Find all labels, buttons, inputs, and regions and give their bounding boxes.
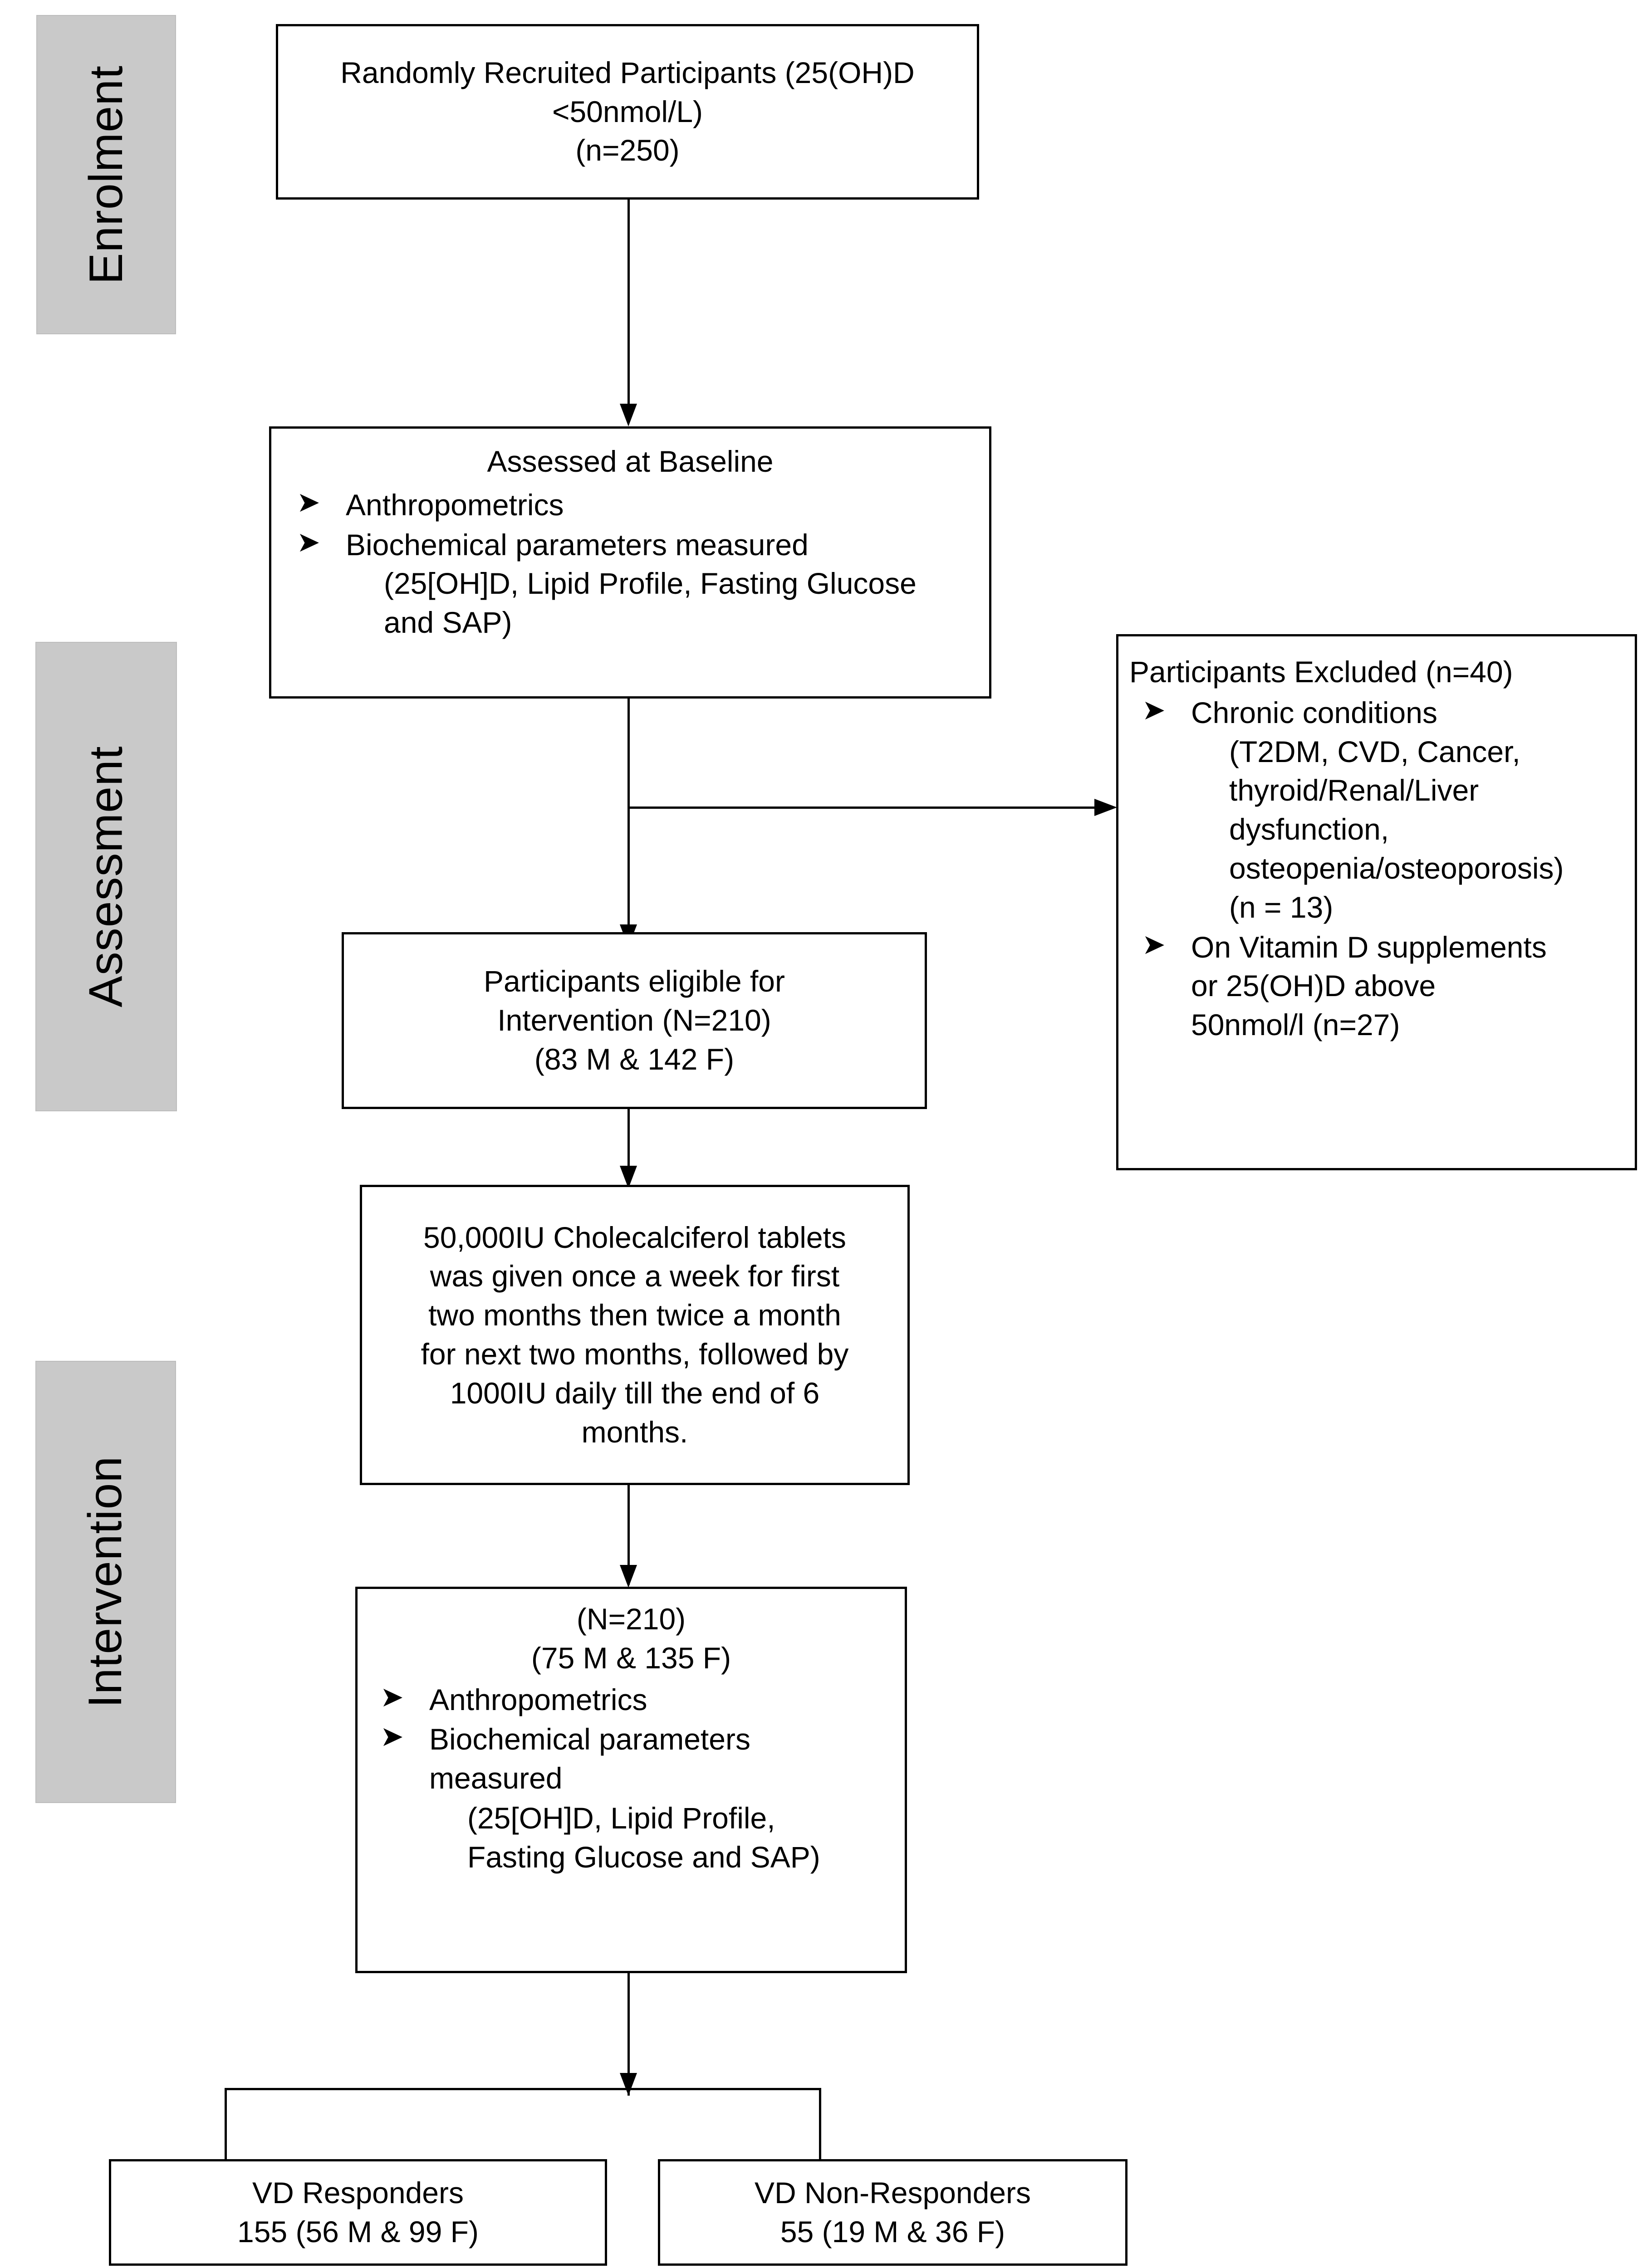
- excluded-b1-l0: On Vitamin D supplements: [1191, 930, 1547, 964]
- arrowhead-post-to-split: [620, 2073, 637, 2096]
- box-vd-non-responders: VD Non-Responders 55 (19 M & 36 F): [658, 2159, 1127, 2266]
- post-tail-l0: (25[OH]D, Lipid Profile,: [467, 1801, 775, 1835]
- stage-band-enrolment-label: Enrolment: [79, 65, 132, 284]
- excluded-b0-l3: dysfunction,: [1229, 812, 1389, 846]
- baseline-b1-l0: Biochemical parameters measured: [346, 528, 809, 562]
- baseline-b0-l0: Anthropometrics: [346, 488, 564, 522]
- baseline-b1-l1: (25[OH]D, Lipid Profile, Fasting Glucose: [384, 567, 917, 601]
- baseline-bullet-list: ➤ Anthropometrics ➤ Biochemical paramete…: [284, 485, 976, 642]
- bullet-arrow-icon: ➤: [380, 1720, 404, 1753]
- excluded-b0-l5: (n = 13): [1229, 890, 1333, 924]
- arrowhead-eligible-to-dosing: [620, 1166, 637, 1188]
- connector-split-right: [819, 2088, 821, 2160]
- non-responders-line-1: VD Non-Responders: [755, 2175, 1031, 2209]
- dosing-line-1: 50,000IU Cholecalciferol tablets: [423, 1220, 846, 1254]
- excluded-b0-l2: thyroid/Renal/Liver: [1229, 773, 1479, 807]
- bullet-arrow-icon: ➤: [297, 485, 320, 518]
- bullet-arrow-icon: ➤: [1142, 927, 1166, 961]
- recruited-line-1: Randomly Recruited Participants (25(OH)D: [340, 55, 915, 89]
- box-post-intervention-assessment: (N=210) (75 M & 135 F) ➤ Anthropometrics…: [355, 1587, 907, 1973]
- responders-line-2: 155 (56 M & 99 F): [237, 2214, 479, 2248]
- dosing-line-2: was given once a week for first: [430, 1259, 840, 1293]
- dosing-line-6: months.: [581, 1415, 688, 1449]
- excluded-b0-l1: (T2DM, CVD, Cancer,: [1229, 734, 1520, 768]
- connector-post-to-split: [627, 1973, 630, 2096]
- post-line-2: (75 M & 135 F): [531, 1641, 731, 1675]
- stage-band-intervention: Intervention: [35, 1361, 176, 1803]
- eligible-line-2: Intervention (N=210): [497, 1003, 771, 1037]
- post-b1-l1: measured: [429, 1761, 563, 1795]
- dosing-line-3: two months then twice a month: [428, 1298, 841, 1332]
- baseline-title: Assessed at Baseline: [487, 445, 774, 478]
- non-responders-line-2: 55 (19 M & 36 F): [780, 2214, 1005, 2248]
- connector-dosing-to-post: [627, 1485, 630, 1585]
- list-item: ➤ Biochemical parameters measured (25[OH…: [284, 525, 976, 642]
- recruited-line-2: <50nmol/L): [552, 94, 703, 128]
- stage-band-assessment: Assessment: [35, 642, 177, 1111]
- list-item: ➤ Anthropometrics: [284, 485, 976, 525]
- box-participants-excluded: Participants Excluded (n=40) ➤ Chronic c…: [1116, 634, 1637, 1170]
- box-assessed-at-baseline: Assessed at Baseline ➤ Anthropometrics ➤…: [269, 426, 991, 699]
- stage-band-enrolment: Enrolment: [36, 15, 176, 334]
- list-item: ➤ On Vitamin D supplements or 25(OH)D ab…: [1129, 928, 1624, 1045]
- excluded-b1-l2: 50nmol/l (n=27): [1191, 1008, 1400, 1042]
- post-b1-l0: Biochemical parameters: [429, 1722, 750, 1756]
- excluded-b1-l1: or 25(OH)D above: [1191, 969, 1436, 1003]
- post-tail-l1: Fasting Glucose and SAP): [467, 1840, 820, 1874]
- excluded-bullet-list: ➤ Chronic conditions (T2DM, CVD, Cancer,…: [1129, 693, 1624, 1045]
- list-item: ➤ Chronic conditions (T2DM, CVD, Cancer,…: [1129, 693, 1624, 927]
- connector-eligible-to-dosing: [627, 1109, 630, 1186]
- eligible-line-3: (83 M & 142 F): [534, 1042, 735, 1076]
- baseline-b1-l2: and SAP): [384, 606, 512, 640]
- connector-baseline-to-eligible: [627, 699, 630, 943]
- excluded-title: Participants Excluded (n=40): [1129, 655, 1513, 689]
- list-item: ➤ Biochemical parameters measured: [368, 1720, 895, 1798]
- box-participants-eligible: Participants eligible for Intervention (…: [342, 932, 927, 1109]
- bullet-arrow-icon: ➤: [297, 525, 320, 558]
- box-vd-responders: VD Responders 155 (56 M & 99 F): [109, 2159, 607, 2266]
- list-item: ➤ Anthropometrics: [368, 1680, 895, 1720]
- connector-baseline-to-excluded: [627, 807, 1097, 809]
- box-randomly-recruited-participants: Randomly Recruited Participants (25(OH)D…: [276, 24, 979, 200]
- excluded-b0-l4: osteopenia/osteoporosis): [1229, 851, 1564, 885]
- recruited-line-3: (n=250): [575, 133, 680, 167]
- excluded-b0-l0: Chronic conditions: [1191, 695, 1437, 729]
- arrowhead-baseline-to-excluded: [1094, 799, 1117, 816]
- post-b0-l0: Anthropometrics: [429, 1682, 647, 1716]
- stage-band-intervention-label: Intervention: [79, 1456, 132, 1708]
- connector-split-left: [225, 2088, 227, 2160]
- dosing-line-5: 1000IU daily till the end of 6: [450, 1376, 820, 1410]
- arrowhead-dosing-to-post: [620, 1565, 637, 1588]
- dosing-line-4: for next two months, followed by: [421, 1337, 849, 1371]
- bullet-arrow-icon: ➤: [1142, 693, 1166, 726]
- connector-split-bar: [225, 2088, 821, 2090]
- responders-line-1: VD Responders: [252, 2175, 464, 2209]
- eligible-line-1: Participants eligible for: [484, 964, 785, 998]
- stage-band-assessment-label: Assessment: [79, 746, 132, 1007]
- arrowhead-recruited-to-baseline: [620, 404, 637, 426]
- connector-recruited-to-baseline: [627, 200, 630, 422]
- post-bullet-list: ➤ Anthropometrics ➤ Biochemical paramete…: [368, 1680, 895, 1798]
- box-dosing-regimen: 50,000IU Cholecalciferol tablets was giv…: [360, 1185, 910, 1485]
- post-line-1: (N=210): [576, 1602, 686, 1636]
- bullet-arrow-icon: ➤: [380, 1680, 404, 1713]
